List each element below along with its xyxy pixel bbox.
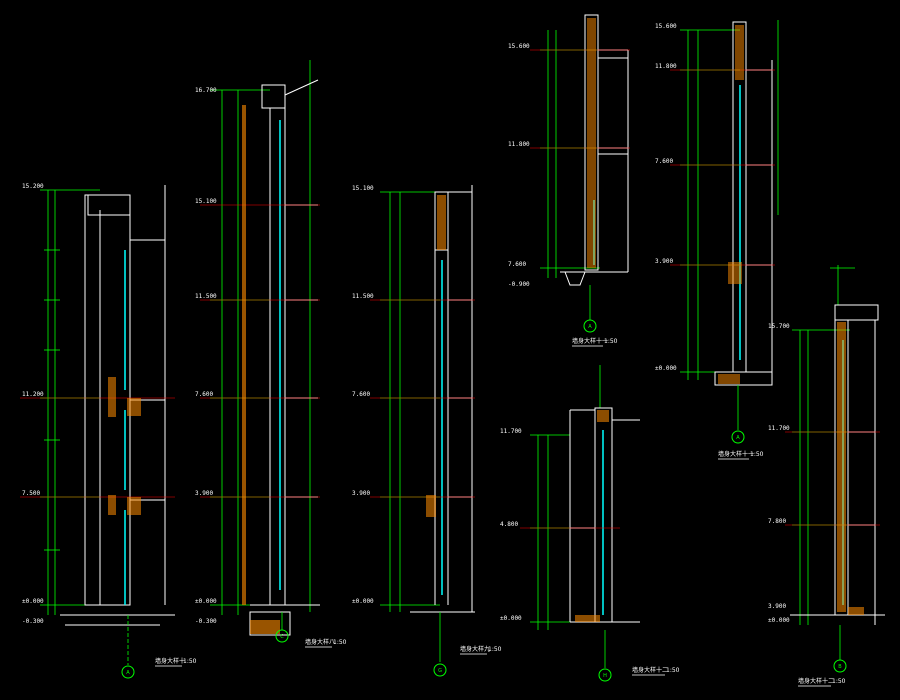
wall-outline [410, 185, 475, 613]
elevation-label: 15.600 [508, 43, 530, 50]
level-lines [370, 299, 475, 498]
elevation-label: 11.800 [655, 63, 677, 70]
elevation-label: 3.900 [195, 490, 213, 497]
elevation-label: 7.600 [195, 391, 213, 398]
elevation-label: 11.200 [22, 391, 44, 398]
elevation-label: -0.300 [22, 618, 44, 625]
elevation-label: 15.100 [195, 198, 217, 205]
elevation-label: 11.700 [768, 425, 790, 432]
elevation-label: 7.500 [22, 490, 40, 497]
axis-bubble [433, 663, 447, 677]
axis-bubble [731, 430, 745, 444]
axis-bubble [121, 665, 135, 679]
axis-bubble [598, 668, 612, 682]
wall-section-2: C 墙身大样八 1:50 16.700 15.100 11.500 7.600 … [195, 60, 347, 648]
dimension-chain [40, 189, 100, 615]
section-scale: 1:50 [832, 678, 846, 685]
section-caption: 墙身大样十 [155, 657, 185, 665]
section-caption: 墙身大样十二 [632, 666, 668, 674]
slab-hatch [575, 410, 609, 622]
wall-outline [60, 185, 175, 626]
level-lines [200, 204, 320, 498]
wall-section-3: G 墙身大样九 1:50 15.100 11.500 7.600 3.900 ±… [352, 185, 502, 677]
elevation-label: 16.700 [195, 87, 217, 94]
axis-label: A [588, 324, 592, 330]
section-scale: 1:50 [183, 658, 197, 665]
elevation-label: 7.800 [768, 518, 786, 525]
elevation-label: 15.100 [352, 185, 374, 192]
wall-outline [249, 79, 320, 636]
elevation-label: 7.600 [655, 158, 673, 165]
section-caption: 墙身大样十一 [718, 450, 754, 458]
elevation-label: 15.700 [768, 323, 790, 330]
elevation-label: 7.600 [508, 261, 526, 268]
dimension-chain [380, 191, 440, 612]
slab-hatch [587, 18, 596, 268]
axis-bubble [583, 319, 597, 333]
elevation-label: 3.900 [352, 490, 370, 497]
slab-hatch [426, 195, 446, 517]
elevation-label: ±0.000 [500, 615, 522, 622]
elevation-label: 4.800 [500, 521, 518, 528]
wall-outline [569, 407, 640, 623]
section-scale: 1:50 [333, 639, 347, 646]
section-caption: 墙身大样十一 [572, 337, 608, 345]
wall-section-6: A 墙身大样十一 1:50 15.600 11.800 7.600 3.900 … [655, 20, 779, 460]
elevation-label: ±0.000 [195, 598, 217, 605]
section-scale: 1:50 [604, 338, 618, 345]
elevation-label: ±0.000 [22, 598, 44, 605]
elevation-label: 11.500 [352, 293, 374, 300]
axis-label: H [603, 673, 607, 679]
level-lines [670, 69, 775, 266]
slab-hatch [108, 377, 141, 515]
section-scale: 1:50 [750, 451, 764, 458]
elevation-label: 7.600 [352, 391, 370, 398]
slab-hatch [718, 25, 744, 384]
elevation-label: ±0.000 [655, 365, 677, 372]
wall-section-4: A 墙身大样十一 1:50 15.600 11.800 7.600 -0.900 [508, 14, 630, 347]
slab-hatch [242, 105, 280, 634]
slab-hatch [837, 322, 864, 615]
axis-label: A [126, 670, 130, 676]
level-lines [785, 431, 880, 526]
wall-section-1: A 墙身大样十 1:50 15.200 11.200 7.500 ±0.000 … [20, 183, 197, 679]
axis-bubble [833, 659, 847, 673]
elevation-label: -0.900 [508, 281, 530, 288]
elevation-label: ±0.000 [768, 617, 790, 624]
wall-section-5: H 墙身大样十二 1:50 11.700 4.800 ±0.000 [500, 365, 680, 682]
elevation-label: 11.800 [508, 141, 530, 148]
axis-label: G [438, 668, 442, 674]
elevation-label: 3.900 [655, 258, 673, 265]
section-caption: 墙身大样八 [305, 638, 335, 646]
axis-label: C [280, 634, 284, 640]
section-caption: 墙身大样九 [460, 645, 490, 653]
section-scale: 1:50 [666, 667, 680, 674]
axis-label: A [736, 435, 740, 441]
elevation-label: -0.300 [195, 618, 217, 625]
section-scale: 1:50 [488, 646, 502, 653]
axis-label: B [838, 664, 842, 670]
dimension-chain [530, 365, 601, 630]
elevation-label: 11.700 [500, 428, 522, 435]
elevation-label: 15.600 [655, 23, 677, 30]
axis-bubble [275, 629, 289, 643]
elevation-label: 11.500 [195, 293, 217, 300]
section-caption: 墙身大样十二 [798, 677, 834, 685]
level-lines [20, 397, 175, 498]
elevation-label: 3.900 [768, 603, 786, 610]
level-lines [530, 49, 630, 149]
dimension-chain [210, 60, 311, 615]
dimension-chain [680, 20, 779, 380]
wall-section-7: B 墙身大样十二 1:50 15.700 11.700 7.800 3.900 … [768, 265, 885, 687]
elevation-label: ±0.000 [352, 598, 374, 605]
elevation-label: 15.200 [22, 183, 44, 190]
